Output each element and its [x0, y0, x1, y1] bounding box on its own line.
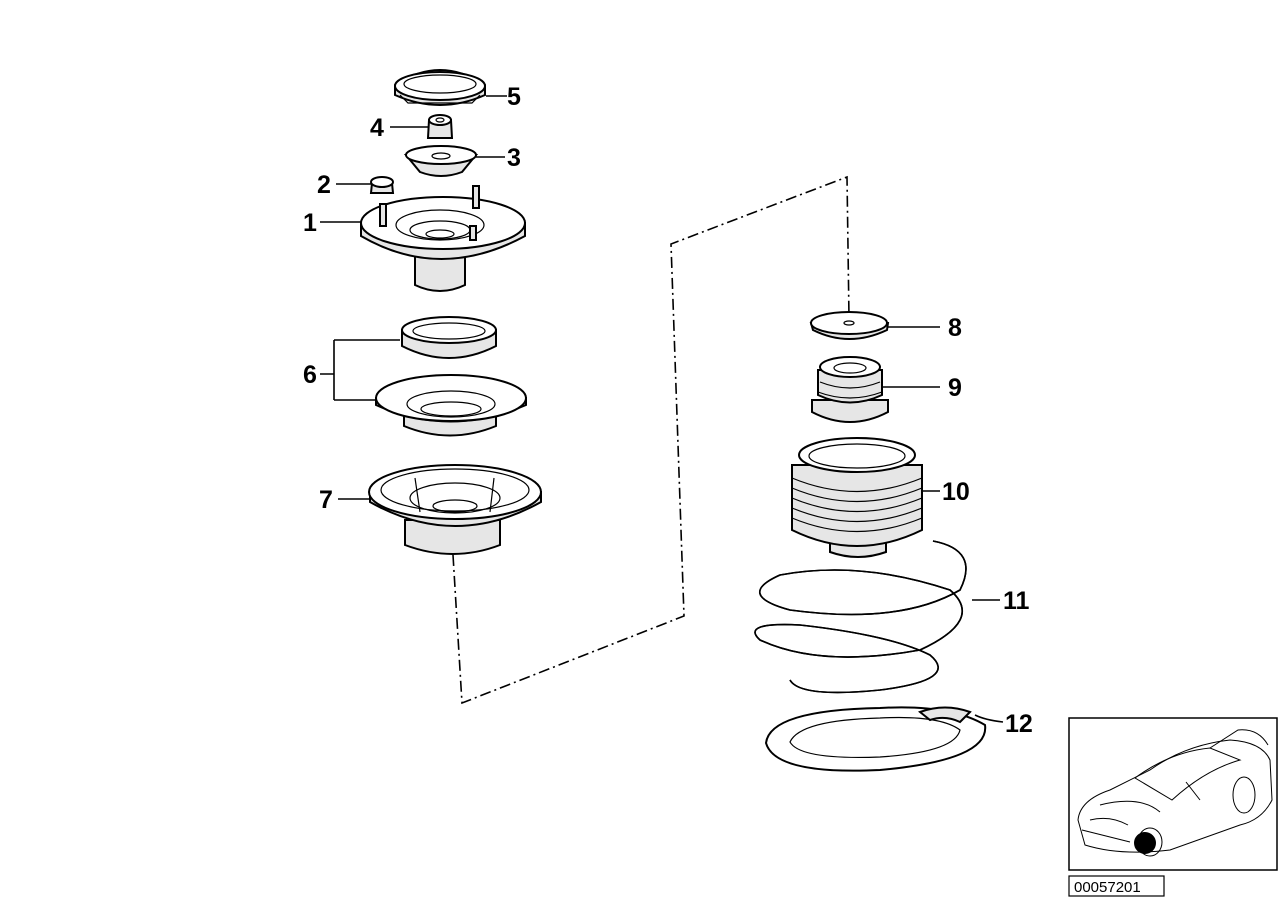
part-9-bump-stop[interactable] — [811, 356, 889, 423]
callout-2: 2 — [317, 171, 331, 199]
leader-lines — [320, 95, 1004, 723]
callout-12: 12 — [1005, 710, 1033, 738]
part-8-cap[interactable] — [809, 311, 890, 340]
diagram-code: 00057201 — [1074, 879, 1141, 896]
part-7-spring-seat[interactable] — [368, 464, 542, 555]
callout-7: 7 — [319, 486, 333, 514]
callout-5: 5 — [507, 83, 521, 111]
diagram-code-box: 00057201 — [1068, 875, 1165, 897]
callout-4: 4 — [370, 114, 384, 142]
part-12-spring-pad[interactable] — [764, 706, 987, 772]
location-marker-icon — [1134, 832, 1156, 854]
callout-6: 6 — [303, 361, 317, 389]
callout-9: 9 — [948, 374, 962, 402]
part-4-nut[interactable] — [426, 114, 454, 139]
part-2-nut[interactable] — [369, 176, 395, 194]
callout-8: 8 — [948, 314, 962, 342]
part-10-dust-boot[interactable] — [791, 437, 923, 558]
callout-10: 10 — [942, 478, 970, 506]
part-1-strut-mount[interactable] — [360, 185, 526, 292]
part-5-cap[interactable] — [394, 69, 486, 106]
part-6-bearing[interactable] — [375, 316, 527, 437]
car-location-inset — [1068, 717, 1278, 871]
part-11-coil-spring[interactable] — [754, 540, 967, 694]
callout-1: 1 — [303, 209, 317, 237]
callout-3: 3 — [507, 144, 521, 172]
part-3-cup[interactable] — [403, 145, 479, 177]
assembly-line — [452, 175, 850, 705]
callout-labels: 5 4 3 2 1 6 7 8 9 10 11 12 — [303, 83, 1033, 738]
callout-11: 11 — [1003, 587, 1030, 615]
